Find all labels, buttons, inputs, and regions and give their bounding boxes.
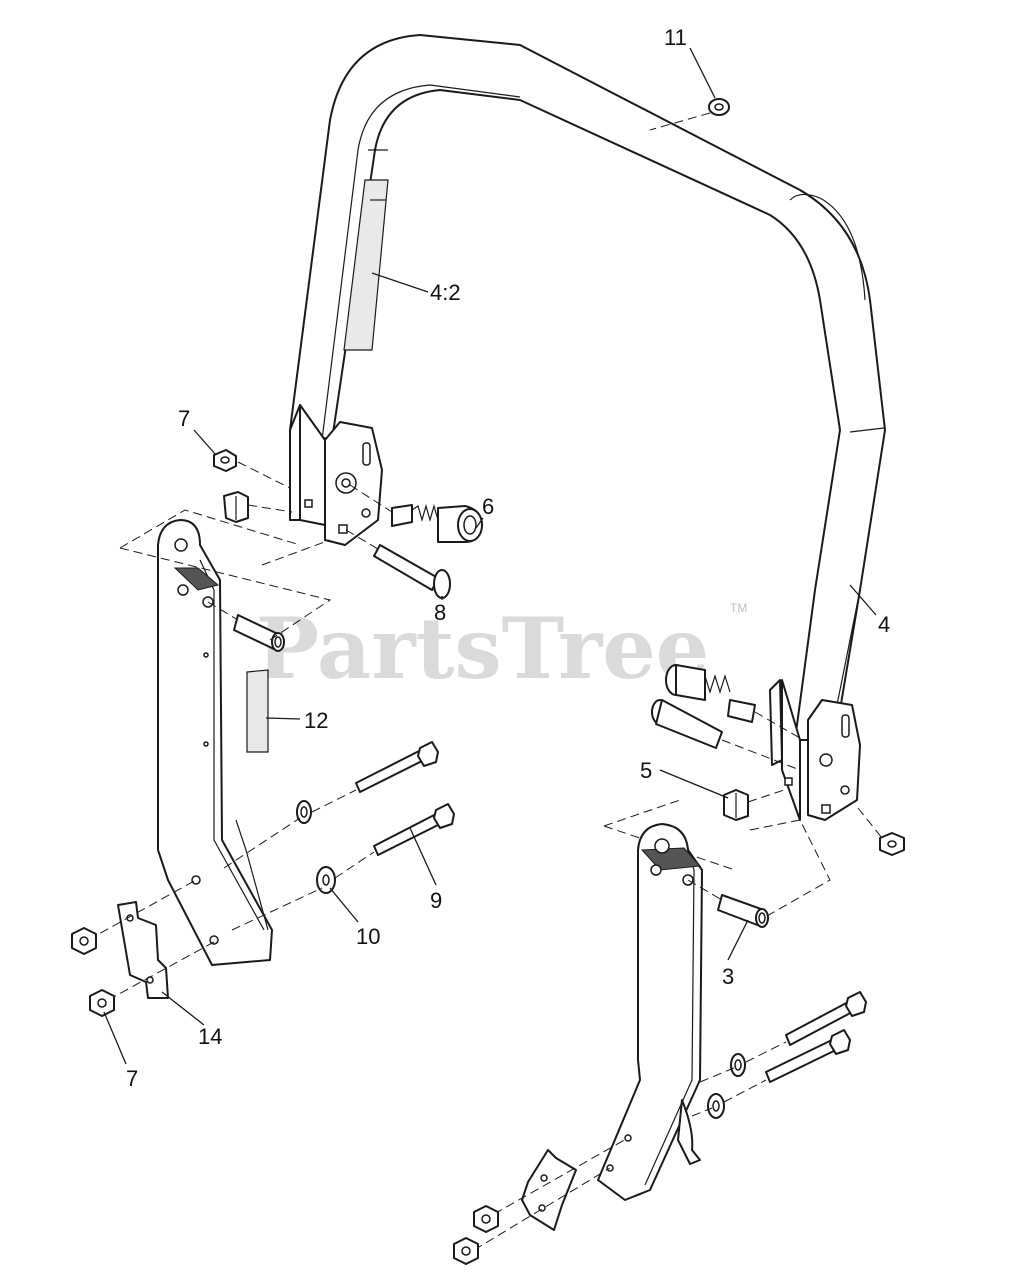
left-bolt-lower: [373, 803, 455, 856]
callout-5: 5: [640, 758, 652, 783]
flange-nut-bottom-lower: [453, 1237, 479, 1265]
right-washer-lower: [707, 1093, 725, 1119]
callout-11: 11: [664, 25, 687, 50]
left-lower-mount: [157, 519, 273, 966]
left-spacer-tube: [233, 614, 285, 652]
right-backing-plate: [521, 1149, 577, 1231]
flange-nut-left-lower: [89, 989, 115, 1017]
callout-12: 12: [304, 708, 328, 733]
callout-14: 14: [198, 1024, 222, 1049]
right-lower-mount: [597, 823, 703, 1201]
callout-4: 4: [878, 612, 890, 637]
right-bolt-upper: [785, 991, 867, 1046]
right-washer-upper: [730, 1053, 746, 1077]
spring-pin-knob: [391, 503, 483, 543]
warning-decal: [343, 179, 389, 351]
right-spacer-tube: [717, 894, 769, 928]
left-washer-upper: [296, 800, 312, 824]
left-washer-lower: [316, 866, 336, 894]
left-bolt-upper: [355, 741, 439, 793]
flange-nut-right: [879, 832, 905, 856]
flange-nut-left-upper: [71, 927, 97, 955]
clevis-pin: [373, 544, 451, 599]
watermark-trademark: TM: [730, 601, 747, 615]
right-hoop-bracket: [769, 679, 861, 821]
right-pin-clip: [723, 789, 749, 821]
washer-11: [708, 98, 730, 116]
callout-8: 8: [434, 600, 446, 625]
right-clevis-pin: [651, 699, 723, 749]
callout-7-top: 7: [178, 406, 190, 431]
callout-9: 9: [430, 888, 442, 913]
callout-7-bottom: 7: [126, 1066, 138, 1091]
right-spring-pin-knob: [665, 664, 756, 723]
watermark-brand: PartsTree: [256, 599, 709, 698]
flange-nut-top: [213, 449, 237, 472]
decal-12: [246, 669, 269, 753]
left-hoop-bracket: [289, 404, 383, 546]
flange-nut-bottom-upper: [473, 1205, 499, 1233]
callout-3: 3: [722, 964, 734, 989]
callout-10: 10: [356, 924, 380, 949]
callout-6: 6: [482, 494, 494, 519]
callout-4-2: 4:2: [430, 280, 461, 305]
left-backing-plate: [117, 901, 169, 999]
right-bolt-lower: [765, 1029, 851, 1083]
left-pin-clip: [223, 491, 249, 523]
